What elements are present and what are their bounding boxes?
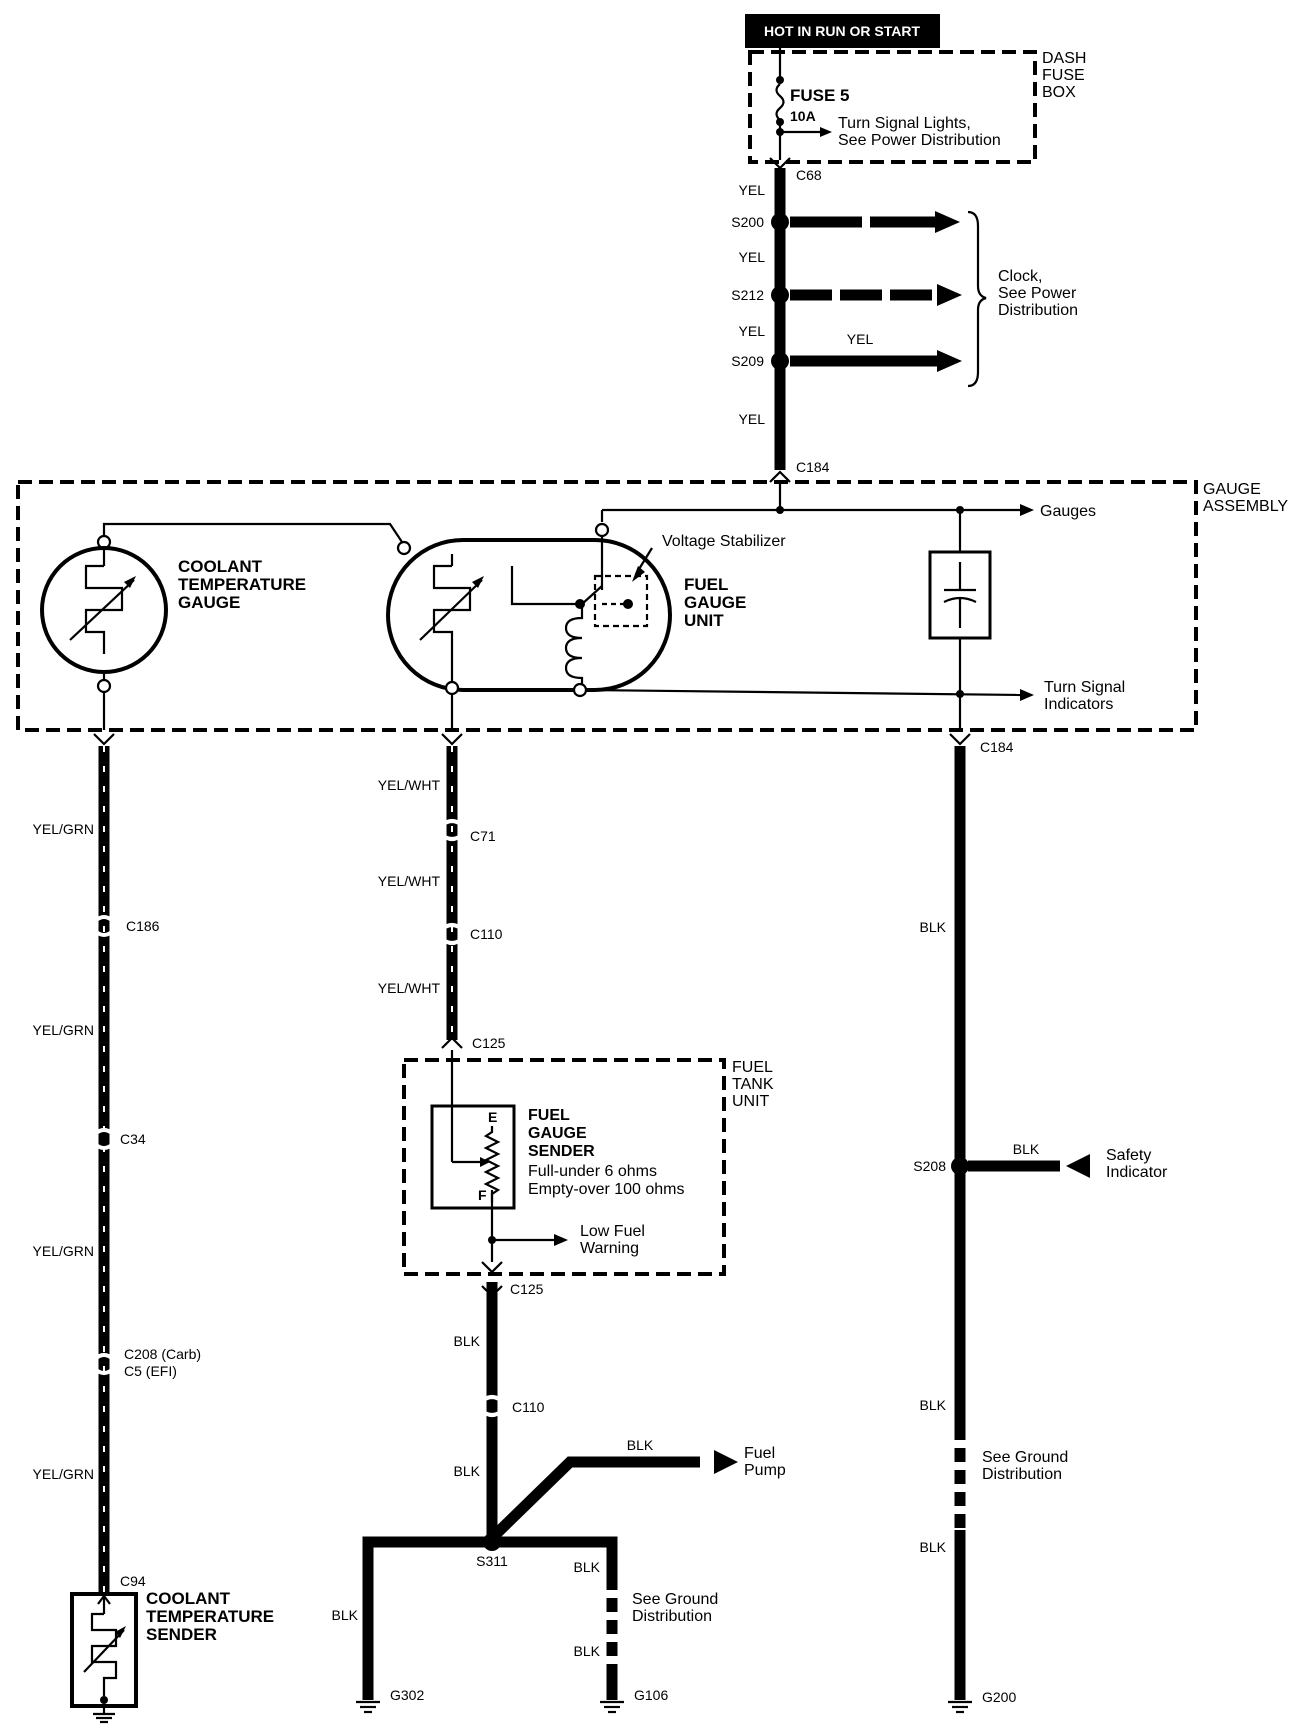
c110-label: C110 xyxy=(470,926,503,942)
fuse-amp-label: 10A xyxy=(790,108,816,124)
blk-label-fuel-1: BLK xyxy=(454,1333,481,1349)
yel-grn-label-2: YEL/GRN xyxy=(33,1022,94,1038)
voltage-stabilizer-label: Voltage Stabilizer xyxy=(662,533,786,550)
fuel-gauge-coil xyxy=(432,564,472,654)
yel-label-2: YEL xyxy=(739,249,766,265)
fuel-pump-label: Fuel Pump xyxy=(744,1445,786,1479)
g200-ground-icon xyxy=(948,1700,972,1714)
voltage-stabilizer-box xyxy=(593,574,649,628)
splice-s208 xyxy=(951,1157,969,1175)
hot-in-run-box xyxy=(745,14,940,48)
dash-fuse-box-label: DASH FUSE BOX xyxy=(1042,50,1091,101)
full-ohms-label: Full-under 6 ohms xyxy=(528,1163,657,1180)
splice-s212 xyxy=(771,286,789,304)
g302-ground-icon xyxy=(356,1700,380,1714)
c110-lower-label: C110 xyxy=(512,1399,545,1415)
splice-s209 xyxy=(771,352,789,370)
blk-label-right-3: BLK xyxy=(920,1539,947,1555)
turn-signal-indicators-label: Turn Signal Indicators xyxy=(1044,679,1130,713)
c5-label: C5 (EFI) xyxy=(124,1363,177,1379)
yel-wht-label-1: YEL/WHT xyxy=(378,777,441,793)
c125-label: C125 xyxy=(472,1035,506,1051)
fuel-gauge-unit-label: FUEL GAUGE UNIT xyxy=(684,575,751,630)
svg-text:F: F xyxy=(478,1187,487,1203)
gauges-label: Gauges xyxy=(1040,503,1096,520)
s200-label: S200 xyxy=(731,214,764,230)
blk-label-pump: BLK xyxy=(627,1437,654,1453)
blk-label-g106-1: BLK xyxy=(574,1559,601,1575)
blk-label-right-1: BLK xyxy=(920,919,947,935)
s208-label: S208 xyxy=(913,1158,946,1174)
clock-brace xyxy=(967,210,987,388)
coolant-gauge-coil xyxy=(84,564,124,654)
yel-wht-label-2: YEL/WHT xyxy=(378,873,441,889)
fuel-sender-resistor xyxy=(483,1126,501,1202)
svg-text:E: E xyxy=(488,1109,497,1125)
coolant-ground-icon xyxy=(93,1712,115,1724)
low-fuel-warning-label: Low Fuel Warning xyxy=(580,1223,649,1257)
s212-label: S212 xyxy=(731,287,764,303)
c68-label: C68 xyxy=(796,167,822,183)
c208-label: C208 (Carb) xyxy=(124,1346,201,1362)
fuse-5-icon xyxy=(775,83,785,121)
c94-label: C94 xyxy=(120,1573,146,1589)
see-ground-right-label: See Ground Distribution xyxy=(982,1449,1073,1483)
yel-wht-label-3: YEL/WHT xyxy=(378,980,441,996)
safety-indicator-label: Safety Indicator xyxy=(1106,1147,1168,1181)
yel-label-3: YEL xyxy=(739,323,766,339)
g302-label: G302 xyxy=(390,1687,424,1703)
fuel-tank-unit-outline xyxy=(402,1058,726,1276)
c125-lower-label: C125 xyxy=(510,1281,544,1297)
blk-label-safety: BLK xyxy=(1013,1141,1040,1157)
yel-grn-label-4: YEL/GRN xyxy=(33,1466,94,1482)
blk-label-fuel-2: BLK xyxy=(454,1463,481,1479)
clock-label: Clock, See Power Distribution xyxy=(998,268,1081,319)
yel-label-1: YEL xyxy=(739,182,766,198)
blk-label-g302: BLK xyxy=(332,1607,359,1623)
c186-label: C186 xyxy=(126,918,160,934)
fuel-tank-unit-label: FUEL TANK UNIT xyxy=(732,1059,778,1110)
coolant-sender-label: COOLANT TEMPERATURE SENDER xyxy=(146,1589,279,1644)
c34-label: C34 xyxy=(120,1131,146,1147)
c184-bottom-label: C184 xyxy=(980,739,1014,755)
g106-label: G106 xyxy=(634,1687,668,1703)
fuel-gauge-unit-outline xyxy=(386,538,672,692)
blk-label-right-2: BLK xyxy=(920,1397,947,1413)
yel-grn-label-3: YEL/GRN xyxy=(33,1243,94,1259)
splice-s200 xyxy=(771,213,789,231)
hot-in-run-label: HOT IN RUN OR START xyxy=(764,23,921,39)
dash-fuse-box-outline xyxy=(748,50,1037,164)
c71-label: C71 xyxy=(470,828,496,844)
blk-label-g106-2: BLK xyxy=(574,1643,601,1659)
coolant-gauge-label: COOLANT TEMPERATURE GAUGE xyxy=(178,557,311,612)
yel-label-4: YEL xyxy=(739,411,766,427)
g200-label: G200 xyxy=(982,1689,1016,1705)
yel-label-s209: YEL xyxy=(847,331,874,347)
g106-ground-icon xyxy=(600,1700,624,1714)
gauge-assembly-label: GAUGE ASSEMBLY xyxy=(1203,481,1288,515)
turn-signal-lights-label: Turn Signal Lights, See Power Distributi… xyxy=(838,115,1001,149)
s209-label: S209 xyxy=(731,353,764,369)
see-ground-fuel-label: See Ground Distribution xyxy=(632,1591,723,1625)
fuse-5-label: FUSE 5 xyxy=(790,86,850,105)
s311-label: S311 xyxy=(476,1553,508,1569)
gauge-assembly-outline xyxy=(16,480,1198,732)
fuel-gauge-sender-box xyxy=(430,1104,516,1210)
coolant-sender-coil xyxy=(90,1612,118,1696)
c184-top-label: C184 xyxy=(796,459,830,475)
empty-ohms-label: Empty-over 100 ohms xyxy=(528,1181,685,1198)
fuel-gauge-sender-label: FUEL GAUGE SENDER xyxy=(528,1107,595,1160)
yel-grn-label-1: YEL/GRN xyxy=(33,821,94,837)
